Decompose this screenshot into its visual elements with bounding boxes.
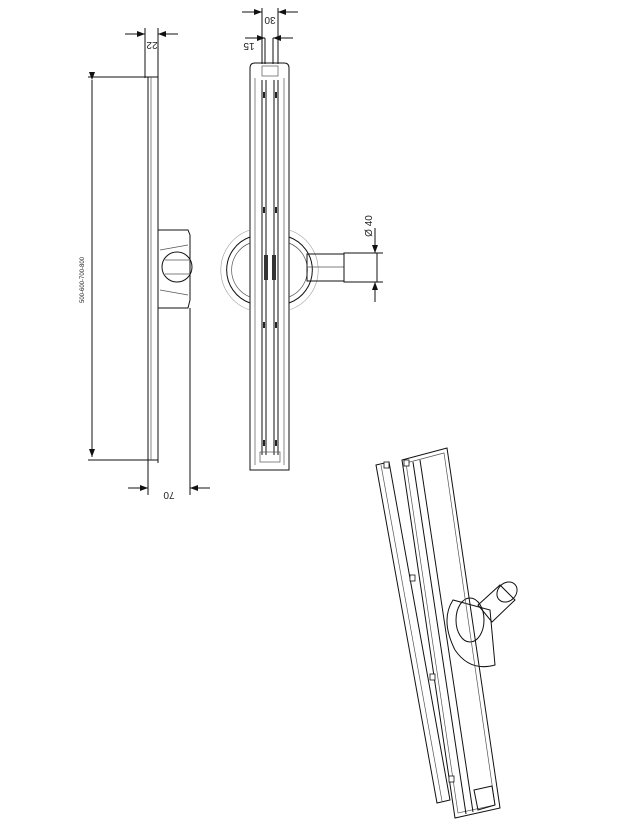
dim-22: 22: [146, 39, 158, 50]
front-view: [220, 8, 383, 471]
dim-15: 15: [243, 40, 255, 51]
dim-lengths: 500-600-700-800: [80, 256, 86, 303]
isometric-view: [375, 447, 518, 819]
dim-30: 30: [264, 14, 276, 25]
side-view: [88, 28, 210, 495]
dim-70: 70: [163, 489, 175, 500]
dim-diameter-40: Ø 40: [364, 215, 375, 237]
